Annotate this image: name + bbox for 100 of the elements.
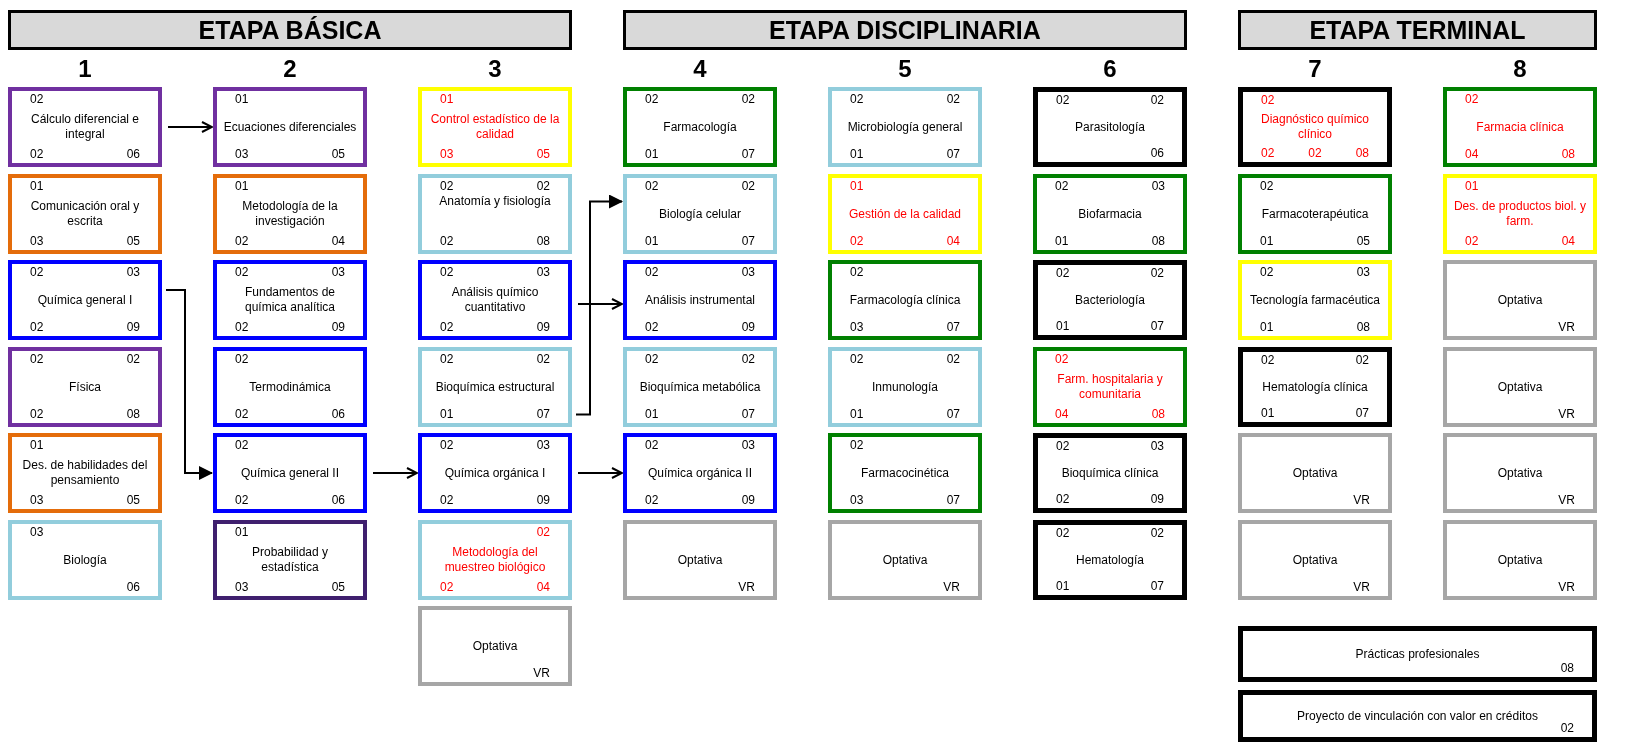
course-code: 06: [126, 147, 140, 162]
course-code: 02: [850, 92, 864, 107]
course-code: 02: [645, 320, 659, 335]
course-code: 02: [1056, 439, 1070, 454]
course-box: [418, 433, 572, 513]
course-code: 02: [1150, 93, 1164, 108]
course-code: 02: [440, 233, 454, 249]
course-title: Parasitología: [1073, 119, 1146, 135]
course-title: Des. de productos biol. y farm.: [1453, 198, 1587, 229]
course-box: [1033, 519, 1187, 600]
course-code: 02: [235, 351, 249, 367]
course-code: VR: [1558, 406, 1575, 422]
course-title: Biología celular: [657, 206, 743, 221]
course-code: 02: [850, 351, 864, 367]
course-title: Fundamentos de química analítica: [243, 285, 337, 315]
semester-number: 7: [1307, 56, 1323, 82]
course-code: 07: [741, 147, 755, 162]
course-code: 09: [741, 493, 755, 508]
course-code: 04: [331, 233, 345, 249]
course-code: 02: [645, 265, 659, 280]
course-box: [623, 519, 777, 600]
course-box: [623, 346, 777, 427]
course-code: 03: [536, 438, 550, 453]
course-code: 02: [1056, 93, 1070, 108]
course-code: 02: [1308, 146, 1322, 161]
course-code: 01: [1260, 233, 1274, 249]
course-box: [213, 346, 367, 427]
course-code: 01: [1465, 178, 1479, 194]
course-code: 01: [235, 92, 249, 107]
course-box: [1443, 173, 1597, 254]
course-title: Bacteriología: [1073, 292, 1146, 308]
course-title: Optativa: [1496, 465, 1544, 481]
course-code: 01: [30, 178, 44, 194]
course-code: 03: [850, 320, 864, 335]
course-box: [1238, 690, 1597, 742]
course-code: 02: [440, 579, 454, 595]
course-box: [1033, 173, 1187, 254]
course-box: [1443, 260, 1597, 340]
course-title: Control estadístico de la calidad: [429, 112, 561, 142]
course-code: 02: [1150, 266, 1164, 281]
course-code: 01: [645, 147, 659, 162]
course-code: 02: [946, 351, 960, 367]
semester-number: 6: [1102, 56, 1118, 82]
course-code: 02: [741, 92, 755, 107]
course-code: 07: [946, 493, 960, 508]
course-code: 02: [440, 178, 454, 194]
course-box: [8, 173, 162, 254]
course-code: 02: [536, 178, 550, 194]
course-code: 07: [1150, 319, 1164, 334]
course-code: 09: [331, 320, 345, 335]
course-title: Farmacología clínica: [848, 292, 962, 308]
course-code: 05: [331, 579, 345, 595]
course-code: 02: [235, 233, 249, 249]
course-code: 02: [440, 351, 454, 367]
course-code: VR: [1558, 579, 1575, 595]
course-code: 04: [1055, 406, 1069, 422]
course-code: 02: [440, 493, 454, 508]
course-code: 08: [1356, 320, 1370, 335]
course-code: 05: [331, 147, 345, 162]
course-code: 02: [30, 265, 44, 280]
course-code: 02: [536, 524, 550, 540]
course-title: Farm. hospitalaria y comunitaria: [1056, 371, 1164, 402]
course-code: VR: [1558, 320, 1575, 335]
course-title: Comunicación oral y escrita: [29, 198, 141, 229]
course-code: 02: [30, 147, 44, 162]
semester-number: 5: [897, 56, 913, 82]
course-code: 02: [235, 320, 249, 335]
course-code: 08: [1151, 406, 1165, 422]
course-code: VR: [1558, 493, 1575, 508]
course-code: 02: [645, 493, 659, 508]
course-code: 03: [126, 265, 140, 280]
course-code: 07: [741, 406, 755, 422]
course-code: 02: [30, 351, 44, 367]
course-code: 02: [850, 438, 864, 453]
course-title: Hematología clínica: [1261, 379, 1369, 394]
course-box: [213, 260, 367, 340]
course-code: 09: [1150, 492, 1164, 507]
course-box: [1033, 433, 1187, 513]
course-code: 02: [850, 265, 864, 280]
course-code: 02: [235, 265, 249, 280]
course-code: 01: [235, 524, 249, 540]
course-code: 02: [1261, 352, 1275, 368]
course-box: [1443, 87, 1597, 167]
course-box: [213, 433, 367, 513]
course-code: 08: [1355, 146, 1369, 161]
course-code: 02: [30, 406, 44, 422]
course-code: 03: [30, 233, 44, 249]
course-box: [1238, 433, 1392, 513]
course-code: 03: [30, 493, 44, 508]
course-code: 07: [946, 320, 960, 335]
course-code: 02: [440, 438, 454, 453]
course-code: 02: [30, 92, 44, 107]
course-code: 02: [1056, 266, 1070, 281]
course-title: Biología: [62, 552, 108, 567]
course-box: [1238, 626, 1597, 682]
course-code: 02: [235, 406, 249, 422]
course-title: Optativa: [1496, 379, 1544, 394]
course-code: 02: [645, 178, 659, 194]
course-code: 02: [235, 493, 249, 508]
course-code: 03: [536, 265, 550, 280]
